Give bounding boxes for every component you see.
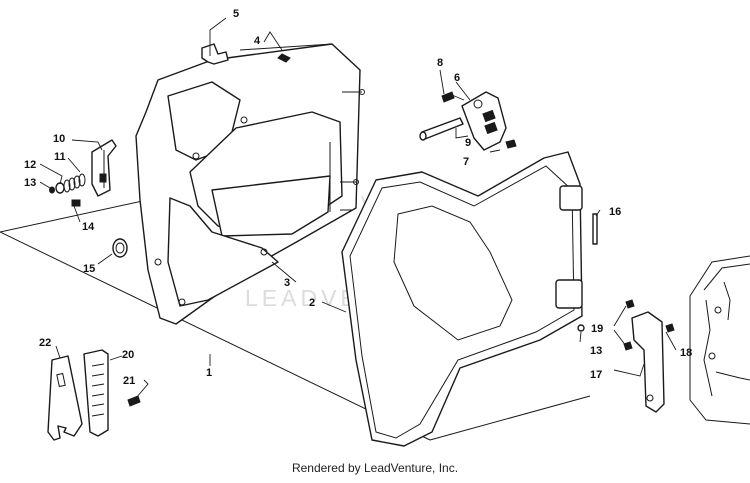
callout-9: 9 bbox=[465, 137, 471, 149]
washer bbox=[55, 182, 65, 194]
callout-15: 15 bbox=[83, 263, 95, 275]
callout-8: 8 bbox=[437, 57, 443, 69]
callout-22: 22 bbox=[39, 337, 51, 349]
render-credit: Rendered by LeadVenture, Inc. bbox=[291, 461, 459, 475]
latch-screw-bottom bbox=[505, 139, 517, 149]
callout-17: 17 bbox=[590, 369, 602, 381]
callout-19: 19 bbox=[591, 323, 603, 335]
hinge-clip bbox=[577, 324, 585, 332]
lower-hinge bbox=[555, 279, 583, 309]
frame-mount-assembly bbox=[623, 299, 675, 413]
bracket-screw bbox=[71, 199, 81, 207]
inner-door-panel bbox=[135, 43, 365, 325]
callout-13-striker: 13 bbox=[24, 177, 36, 189]
latch-plate bbox=[83, 349, 109, 437]
latch-pin bbox=[421, 117, 464, 140]
callout-5: 5 bbox=[233, 8, 239, 20]
striker-bracket-assembly bbox=[49, 139, 117, 207]
leader-lines bbox=[39, 17, 677, 399]
latch-screw-top bbox=[441, 91, 455, 103]
tool-wrench bbox=[47, 355, 83, 441]
callout-20: 20 bbox=[122, 349, 134, 361]
callout-18: 18 bbox=[680, 347, 692, 359]
hinge-pin bbox=[592, 213, 598, 245]
grommet bbox=[112, 238, 128, 258]
outer-door-panel bbox=[341, 151, 583, 447]
callout-3: 3 bbox=[284, 277, 290, 289]
callout-10: 10 bbox=[53, 133, 65, 145]
mounting-bracket bbox=[201, 43, 291, 65]
callout-16: 16 bbox=[609, 206, 621, 218]
callout-2: 2 bbox=[309, 297, 315, 309]
callout-labels: 1 2 3 4 5 6 7 8 9 10 11 12 13 13 14 15 1… bbox=[24, 8, 692, 387]
plate-screw bbox=[127, 395, 141, 407]
callout-12: 12 bbox=[24, 159, 36, 171]
callout-21: 21 bbox=[123, 375, 135, 387]
callout-7: 7 bbox=[463, 156, 469, 168]
latch-assembly bbox=[419, 91, 517, 151]
vehicle-frame-outline bbox=[689, 255, 750, 425]
latch-bracket bbox=[461, 91, 507, 151]
spring bbox=[63, 173, 86, 193]
callout-14: 14 bbox=[82, 221, 95, 233]
callout-1: 1 bbox=[206, 367, 212, 379]
callout-13-hinge: 13 bbox=[590, 345, 602, 357]
upper-hinge bbox=[559, 185, 583, 211]
retaining-clip bbox=[49, 186, 55, 194]
callout-6: 6 bbox=[454, 72, 460, 84]
callout-4: 4 bbox=[254, 35, 261, 47]
callout-11: 11 bbox=[54, 151, 66, 163]
